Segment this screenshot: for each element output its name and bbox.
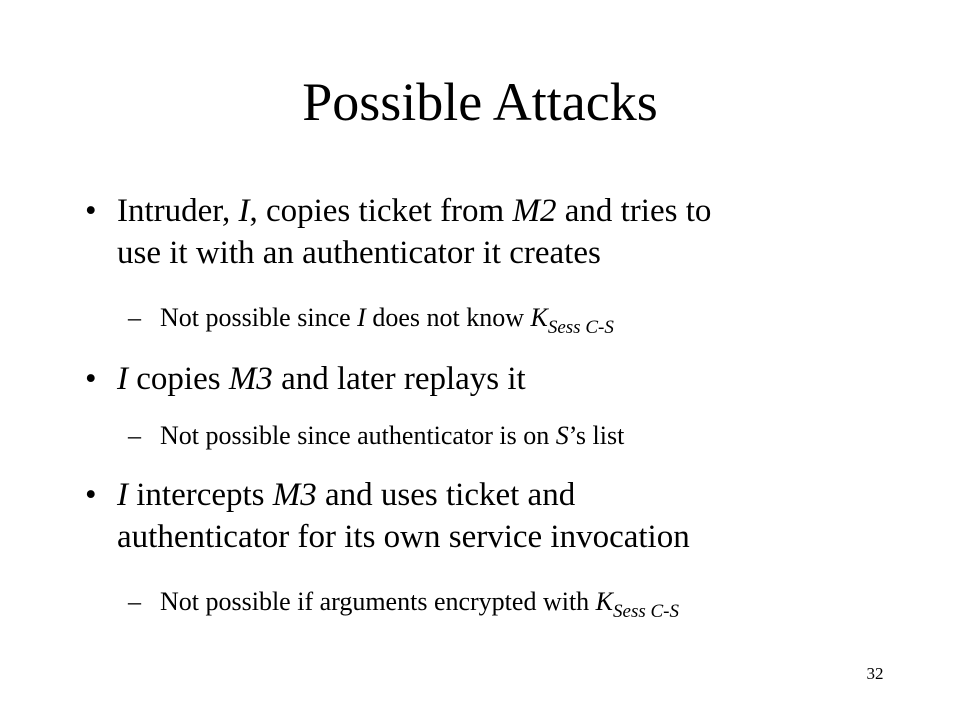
bullet-2-text: I copies M3 and later replays it [117, 361, 526, 397]
bullet-3-line-1: I intercepts M3 and uses ticket and [117, 477, 576, 513]
sub-bullet-3-text: Not possible if arguments encrypted with… [160, 587, 679, 622]
sub-bullet-marker: – [128, 421, 141, 450]
bullet-1-line-2: use it with an authenticator it creates [117, 235, 601, 271]
bullet-3-text: I intercepts M3 and uses ticket and auth… [117, 474, 907, 558]
bullet-1-line-1: Intruder, I, copies ticket from M2 and t… [117, 193, 712, 229]
bullet-2: • I copies M3 and later replays it [85, 358, 905, 400]
slide-title: Possible Attacks [302, 72, 658, 132]
sub-bullet-marker: – [128, 587, 141, 616]
bullet-marker: • [85, 193, 97, 229]
bullet-marker: • [85, 361, 97, 397]
bullet-1-text: Intruder, I, copies ticket from M2 and t… [117, 190, 907, 274]
sub-bullet-1: – Not possible since I does not know KSe… [128, 302, 908, 338]
sub-bullet-2: – Not possible since authenticator is on… [128, 420, 908, 452]
page-number: 32 [866, 664, 884, 683]
sub-bullet-3: – Not possible if arguments encrypted wi… [128, 586, 908, 622]
bullet-3-line-2: authenticator for its own service invoca… [117, 519, 690, 555]
sub-bullet-marker: – [128, 303, 141, 332]
bullet-marker: • [85, 477, 97, 513]
bullet-1: • Intruder, I, copies ticket from M2 and… [85, 190, 905, 274]
bullet-3: • I intercepts M3 and uses ticket and au… [85, 474, 905, 558]
sub-bullet-1-text: Not possible since I does not know KSess… [160, 303, 614, 338]
sub-bullet-2-text: Not possible since authenticator is on S… [160, 421, 625, 450]
